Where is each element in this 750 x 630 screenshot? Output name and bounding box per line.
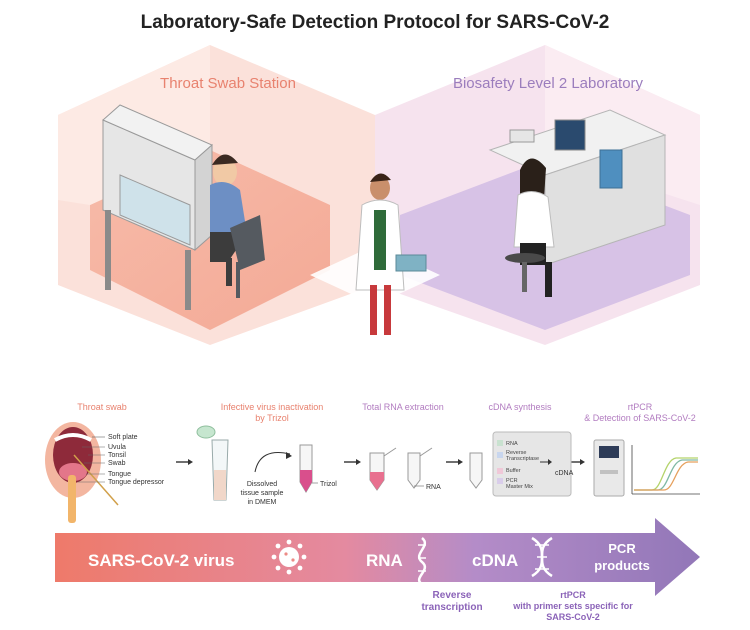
lab-worker-illustration [488, 109, 667, 297]
step-inactivation-line1: Infective virus inactivation [221, 402, 324, 412]
patient-illustration [210, 154, 265, 298]
label-tonsil: Tonsil [108, 452, 126, 459]
label-dissolved-3: in DMEM [248, 499, 277, 506]
dna-helix-icon [531, 536, 553, 578]
rtpcr-annotation-line2: with primer sets specific for [512, 601, 633, 611]
kit-label-buffer: Buffer [506, 468, 521, 474]
label-rna-tube: RNA [426, 484, 441, 491]
rtpcr-annotation-line3: SARS-CoV-2 [546, 612, 600, 622]
rna-strand-icon [417, 537, 427, 586]
step-cdna-synthesis: cDNA synthesis [488, 402, 552, 412]
label-dissolved-1: Dissolved [247, 481, 277, 488]
rna-extraction-illustration [369, 447, 433, 491]
throat-swab-station-label: Throat Swab Station [160, 75, 296, 92]
kit-label-rt-1: Reverse [506, 450, 526, 456]
step-throat-swab: Throat swab [77, 402, 127, 412]
label-dissolved-2: tissue sample [241, 490, 284, 497]
rtpcr-machine-illustration [593, 439, 700, 497]
virus-icon [271, 539, 307, 575]
mouth-labels: Soft plate Uvula Tonsil Swab Tongue Tong… [78, 434, 165, 486]
label-swab: Swab [108, 460, 126, 467]
reverse-transcription-line1: Reverse [433, 590, 472, 601]
label-trizol: Trizol [320, 481, 337, 488]
label-tongue: Tongue [108, 471, 131, 478]
label-soft-plate: Soft plate [108, 434, 138, 441]
workflow-steps: Throat swab Infective virus inactivation… [77, 402, 696, 423]
biosafety-lab-label: Biosafety Level 2 Laboratory [453, 75, 644, 92]
biosafety-cabinet-illustration [102, 104, 213, 310]
pipeline-rna-label: RNA [366, 551, 403, 570]
inactivation-labels: Dissolved tissue sample in DMEM Trizol [241, 481, 338, 506]
pipeline-virus-label: SARS-CoV-2 virus [88, 551, 234, 570]
step-rna-extraction: Total RNA extraction [362, 402, 444, 412]
kit-label-pcr-1: PCR [506, 478, 518, 484]
amplification-curves [634, 457, 698, 491]
pipeline-pcr-label-2: products [594, 558, 650, 573]
kit-label-rna: RNA [506, 441, 518, 447]
reverse-transcription-line2: transcription [421, 602, 482, 613]
label-tongue-depressor: Tongue depressor [108, 479, 165, 486]
pipeline-arrow [55, 518, 700, 596]
kit-label-pcr-2: Master Mix [506, 484, 533, 490]
page-title: Laboratory-Safe Detection Protocol for S… [141, 12, 610, 33]
pipeline-cdna-label: cDNA [472, 551, 518, 570]
kit-label-rt-2: Transcriptase [506, 456, 539, 462]
mouth-illustration [45, 422, 119, 523]
label-cdna-tube: cDNA [555, 470, 574, 477]
step-arrows [176, 459, 585, 465]
rtpcr-annotation-line1: rtPCR [560, 590, 586, 600]
step-rtpcr-line1: rtPCR [628, 402, 653, 412]
label-uvula: Uvula [108, 444, 126, 451]
inactivation-illustration [196, 425, 313, 501]
technician-illustration [355, 173, 427, 335]
step-rtpcr-line2: & Detection of SARS-CoV-2 [584, 413, 696, 423]
pipeline-pcr-label-1: PCR [608, 541, 636, 556]
cdna-kit-illustration [469, 431, 572, 497]
cdna-kit-labels: RNA Reverse Transcriptase Buffer PCR Mas… [506, 441, 539, 490]
step-inactivation-line2: by Trizol [255, 413, 289, 423]
